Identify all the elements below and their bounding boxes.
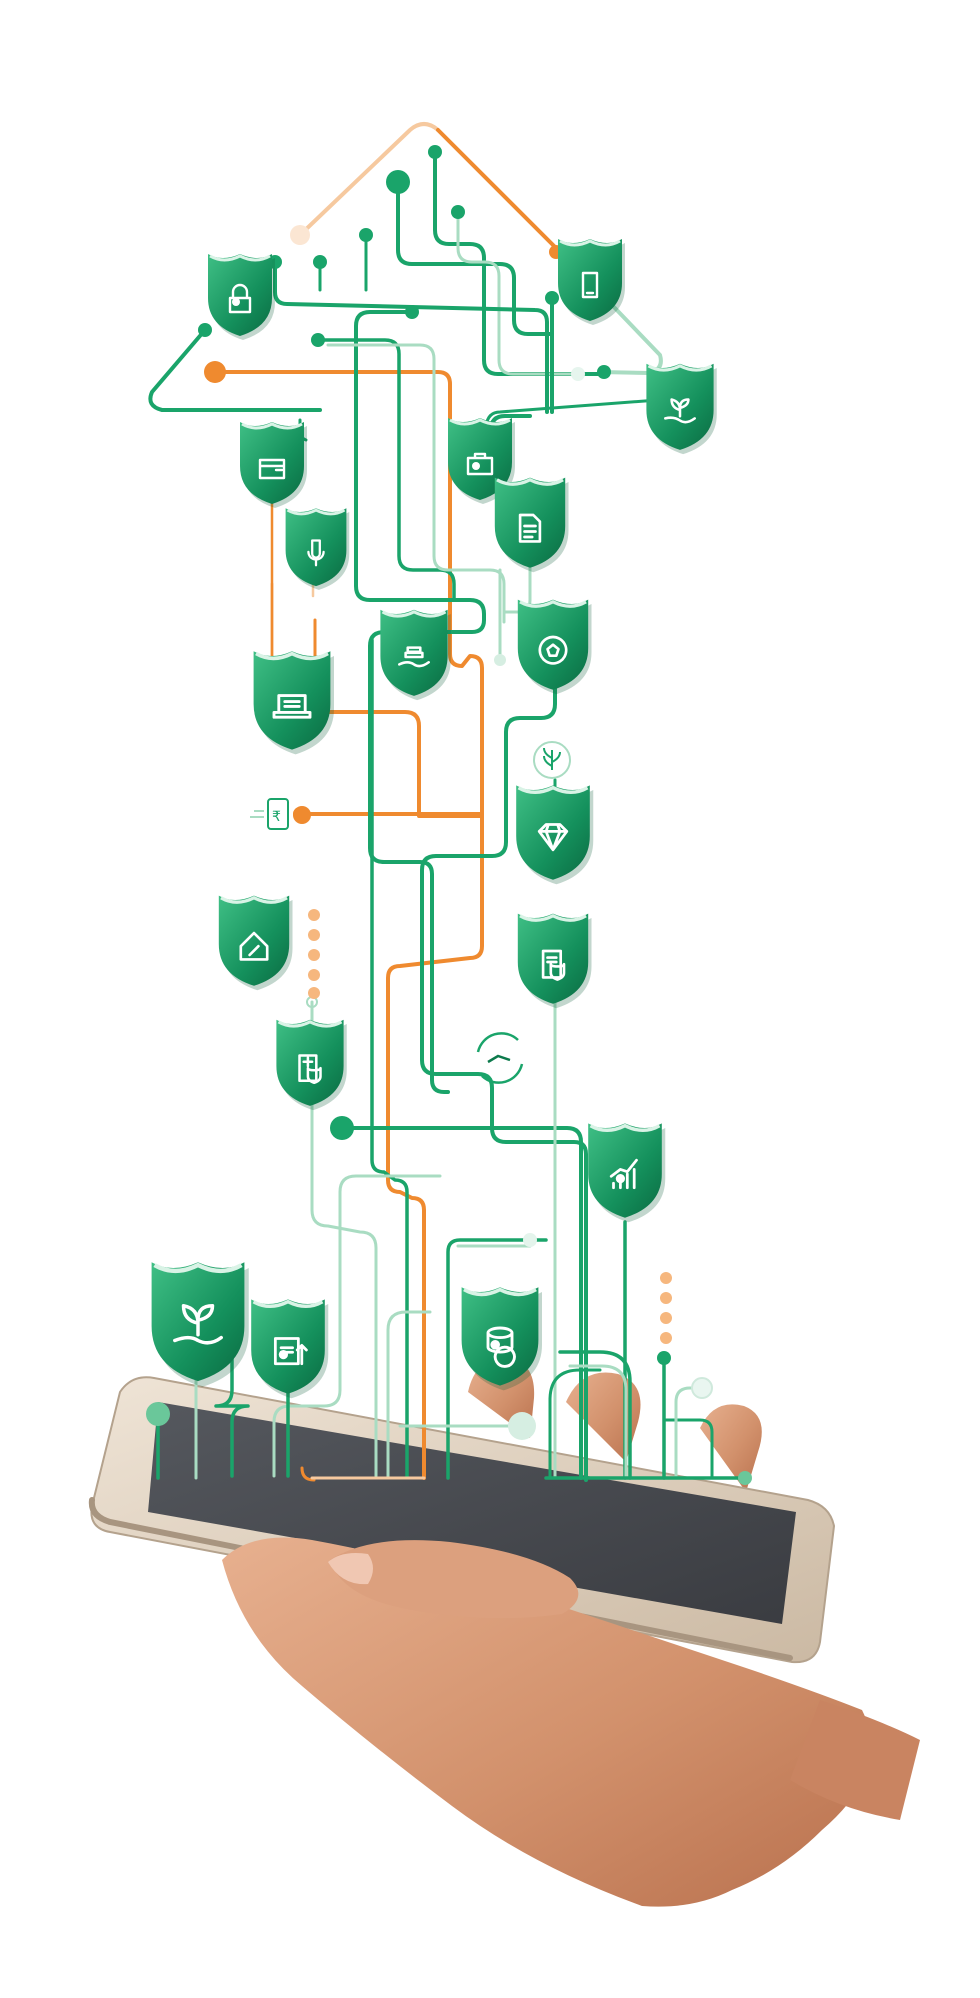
house-percent-icon — [218, 895, 293, 991]
orange-dot-column-left — [308, 909, 320, 999]
orange-dot-column-right — [660, 1272, 672, 1344]
service-icon-badges — [151, 239, 717, 1399]
plant-in-hand-icon — [646, 363, 717, 455]
padlock-rupee-icon — [208, 254, 275, 340]
thumb — [330, 1540, 579, 1619]
document-icon — [494, 477, 569, 573]
rupee-coins-stack-icon — [461, 1287, 542, 1391]
rupee-certificate-icon — [251, 1299, 329, 1399]
medical-document-shield-icon — [276, 1019, 347, 1111]
circuit-node-dots — [146, 145, 752, 1485]
phone-edge — [88, 1497, 793, 1661]
phone-rupee-transfer-icon: ₹ — [250, 798, 289, 830]
arrow-head-right-edge — [436, 128, 562, 254]
hand-refresh-icon — [476, 1032, 524, 1084]
arrow-left-wing — [148, 328, 322, 412]
coins-in-hand-icon — [380, 609, 451, 701]
crop-cycle-icon — [533, 741, 571, 779]
rupee-growth-chart-icon — [588, 1123, 666, 1223]
finger-back-3 — [700, 1404, 762, 1492]
wallet-card-icon — [240, 422, 307, 508]
svg-text:₹: ₹ — [272, 809, 281, 825]
microphone-icon — [285, 508, 350, 590]
arrow-head-left-edge — [298, 122, 440, 237]
seedling-in-hand-icon — [151, 1262, 249, 1387]
football-icon — [517, 599, 592, 695]
diamond-icon — [516, 785, 594, 885]
laptop-icon — [253, 651, 334, 755]
circuit-traces — [148, 122, 747, 1482]
wrist — [790, 1700, 920, 1820]
mobile-phone-icon — [558, 239, 625, 325]
insurance-document-shield-icon — [517, 913, 592, 1009]
hand-holding-phone — [88, 1357, 920, 1907]
thumb-nail — [328, 1553, 373, 1585]
palm — [222, 1537, 871, 1907]
phone-screen — [148, 1402, 796, 1624]
